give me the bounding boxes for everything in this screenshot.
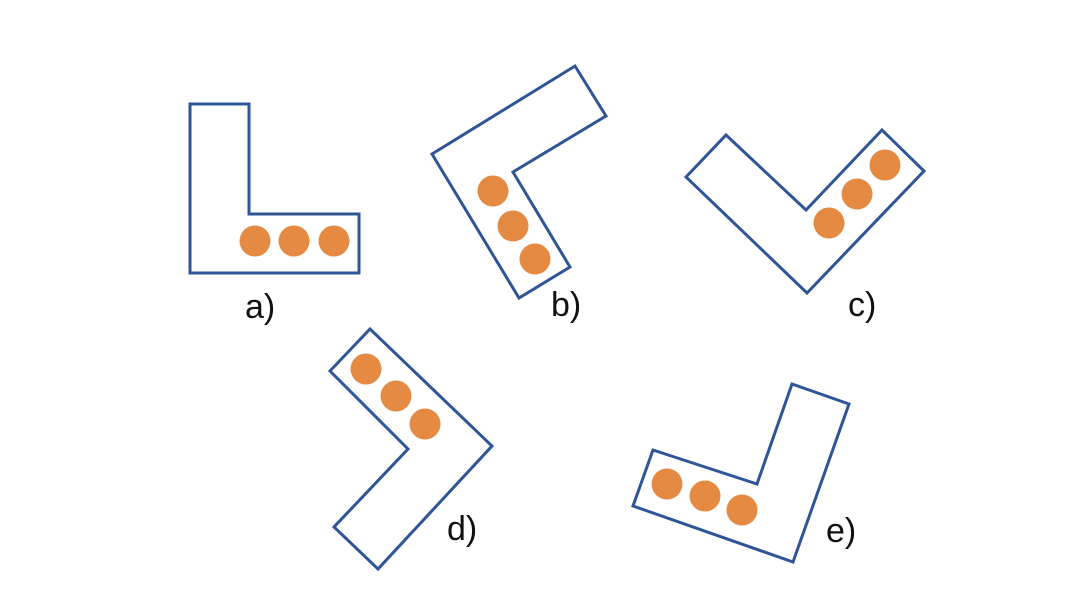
figure-d-label: d) bbox=[447, 510, 478, 548]
figure-c-ball-3 bbox=[869, 149, 901, 181]
figure-d-l-shape bbox=[327, 326, 495, 572]
figure-b-ball-1 bbox=[477, 175, 509, 207]
figure-a-ball-3 bbox=[318, 225, 350, 257]
figure-e-label: e) bbox=[826, 512, 857, 550]
figure-b-ball-2 bbox=[497, 210, 529, 242]
figure-d-ball-1 bbox=[350, 353, 382, 385]
figure-e-ball-2 bbox=[689, 480, 721, 512]
figure-a-ball-1 bbox=[239, 225, 271, 257]
figure-e-outline bbox=[631, 382, 851, 564]
figure-c-label: c) bbox=[848, 286, 877, 324]
figure-e-l-shape bbox=[631, 382, 851, 564]
figure-c-l-shape bbox=[683, 127, 927, 296]
figure-b-label: b) bbox=[551, 286, 582, 324]
figure-b-ball-3 bbox=[519, 243, 551, 275]
figure-a-outline bbox=[188, 102, 361, 275]
figure-c-ball-1 bbox=[813, 207, 845, 239]
figure-e-ball-1 bbox=[651, 468, 683, 500]
figure-c-ball-2 bbox=[841, 178, 873, 210]
figure-b-outline bbox=[429, 63, 609, 301]
figure-a-ball-2 bbox=[278, 225, 310, 257]
figure-e-ball-3 bbox=[726, 494, 758, 526]
figure-c-outline bbox=[683, 127, 927, 296]
figure-a-l-shape bbox=[188, 102, 361, 275]
figure-a-label: a) bbox=[245, 288, 276, 326]
figure-d-ball-2 bbox=[380, 380, 412, 412]
figure-d-outline bbox=[327, 326, 495, 572]
figure-b-l-shape bbox=[429, 63, 609, 301]
figure-d-ball-3 bbox=[409, 408, 441, 440]
